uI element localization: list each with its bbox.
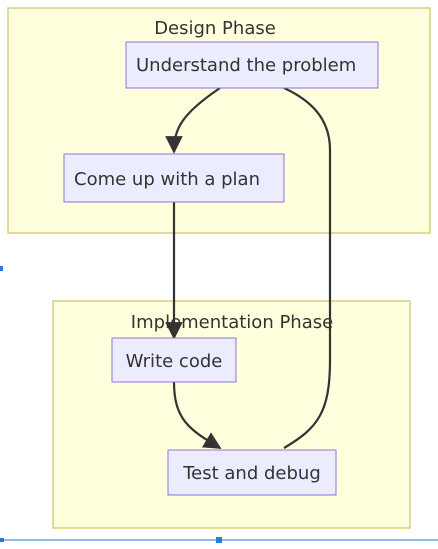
node-write-code-box bbox=[111, 337, 237, 383]
node-come-up-with-a-plan-clip: Come up with a plan bbox=[74, 169, 260, 190]
selection-handle-bottom-left[interactable] bbox=[0, 538, 4, 542]
edge-code-to-test[interactable] bbox=[172, 381, 222, 449]
edge-understand-to-plan[interactable] bbox=[165, 87, 221, 154]
node-test-and-debug-box bbox=[167, 449, 337, 496]
node-understand-the-problem-box bbox=[125, 41, 379, 89]
node-write-code[interactable]: Write code bbox=[111, 337, 237, 383]
cluster-implementation-phase-label: Implementation Phase bbox=[131, 312, 333, 333]
node-come-up-with-a-plan-box bbox=[63, 153, 285, 203]
node-come-up-with-a-plan[interactable]: Come up with a plan bbox=[63, 153, 285, 203]
selection-handle-bottom-center[interactable] bbox=[216, 537, 222, 543]
selection-handle-left[interactable] bbox=[0, 266, 3, 271]
node-test-and-debug[interactable]: Test and debug bbox=[167, 449, 337, 496]
node-write-code-label: Write code bbox=[126, 351, 223, 372]
node-understand-the-problem[interactable]: Understand the problem bbox=[125, 41, 379, 89]
edge-test-to-understand[interactable] bbox=[283, 87, 332, 449]
node-come-up-with-a-plan-label: Come up with a plan bbox=[74, 169, 260, 190]
cluster-design-phase-label: Design Phase bbox=[154, 18, 276, 39]
node-understand-the-problem-label: Understand the problem bbox=[136, 55, 356, 76]
node-test-and-debug-label: Test and debug bbox=[182, 463, 321, 484]
node-understand-the-problem-clip: Understand the problem bbox=[136, 55, 356, 76]
